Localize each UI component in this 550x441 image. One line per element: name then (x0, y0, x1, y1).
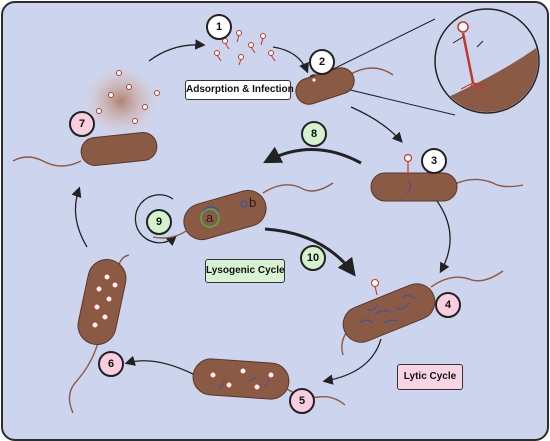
arrow-8-lysogeny (263, 146, 362, 165)
bacterium-adsorption (295, 67, 394, 105)
bacterium-injection (370, 153, 524, 202)
step-9-badge: 9 (146, 209, 172, 235)
adsorption-infection-label: Adsorption & Infection (185, 80, 294, 100)
bacterium-lysogen (152, 182, 334, 241)
bacterium-lysis (12, 67, 160, 167)
bacterium-mature (68, 254, 130, 414)
step-1-badge: 1 (206, 14, 232, 40)
arrow-3-to-4 (436, 200, 451, 274)
free-phages (214, 30, 276, 66)
arrow-7-to-1 (148, 39, 206, 62)
arrow-9-replication (134, 194, 177, 247)
arrow-2-to-3 (350, 106, 403, 143)
arrow-1-to-2 (272, 46, 309, 74)
lifecycle-diagram (12, 8, 540, 414)
zoom-line-top (320, 18, 436, 76)
step-2-badge: 2 (309, 49, 335, 75)
lytic-cycle-label: Lytic Cycle (397, 364, 463, 390)
step-4-badge: 4 (435, 292, 461, 318)
step-8-badge: 8 (301, 121, 327, 147)
zoom-inset (434, 8, 540, 114)
arrow-6-to-7 (71, 186, 88, 248)
step-7-badge: 7 (69, 111, 95, 137)
gene-b-label: b (249, 195, 257, 210)
bacterium-replication (341, 270, 504, 356)
step-3-badge: 3 (421, 148, 447, 174)
step-6-badge: 6 (98, 351, 124, 377)
step-10-badge: 10 (300, 245, 326, 271)
arrow-5-to-6 (124, 355, 196, 376)
lysogenic-cycle-label: Lysogenic Cycle (205, 259, 285, 283)
arrow-4-to-5 (322, 338, 382, 385)
gene-a-label: a (206, 210, 214, 225)
arrow-10-induction (264, 227, 356, 277)
step-5-badge: 5 (289, 388, 315, 414)
bacterium-assembly (192, 358, 346, 406)
